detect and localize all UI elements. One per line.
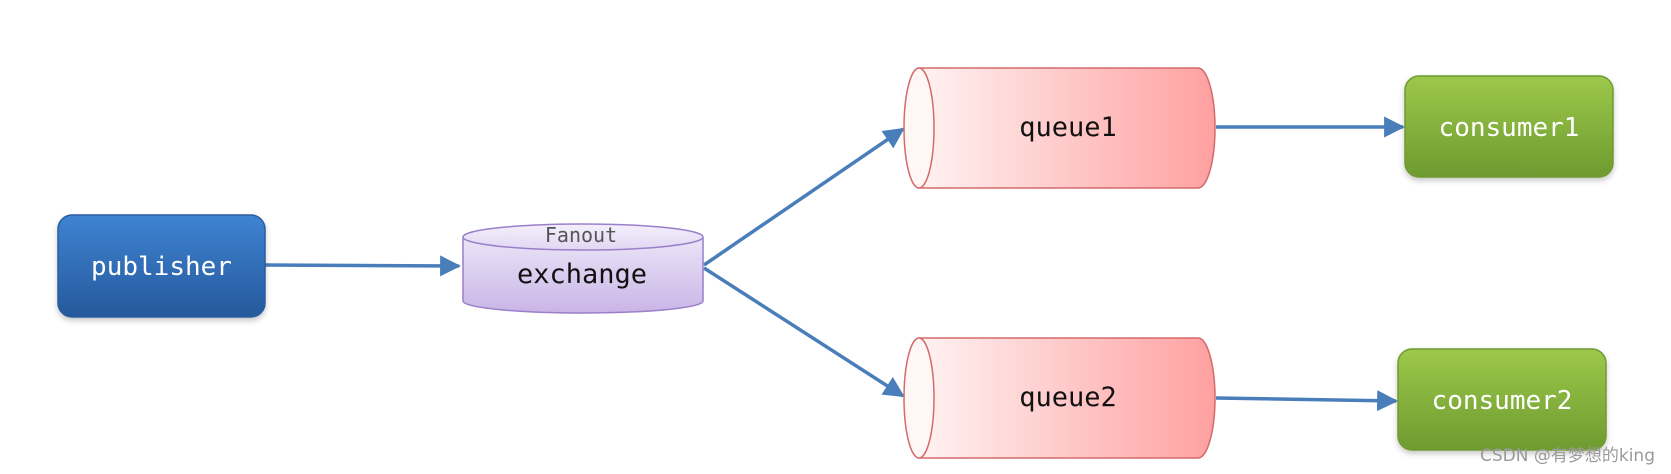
queue2-label: queue2 bbox=[1019, 382, 1117, 413]
watermark-text: CSDN @有梦想的king bbox=[1479, 446, 1655, 466]
exchange-label: exchange bbox=[517, 259, 647, 290]
arrow-publisher-to-exchange bbox=[264, 255, 462, 277]
publisher-node: publisher bbox=[57, 214, 266, 318]
arrow-queue2-to-consumer2 bbox=[1215, 390, 1399, 412]
consumer1-label: consumer1 bbox=[1439, 113, 1580, 143]
queue1-node: queue1 bbox=[903, 67, 1216, 189]
publisher-label: publisher bbox=[91, 252, 232, 282]
queue1-label: queue1 bbox=[1019, 112, 1117, 143]
exchange-type-label: Fanout bbox=[545, 223, 617, 247]
consumer2-node: consumer2 bbox=[1397, 348, 1607, 451]
queue2-node: queue2 bbox=[903, 337, 1216, 459]
exchange-node: Fanout exchange bbox=[462, 223, 704, 314]
consumer2-label: consumer2 bbox=[1432, 386, 1573, 416]
consumer1-node: consumer1 bbox=[1404, 75, 1614, 178]
arrow-exchange-to-queue2 bbox=[703, 266, 905, 398]
connector-arrows bbox=[264, 116, 1406, 412]
arrow-exchange-to-queue1 bbox=[703, 127, 905, 267]
